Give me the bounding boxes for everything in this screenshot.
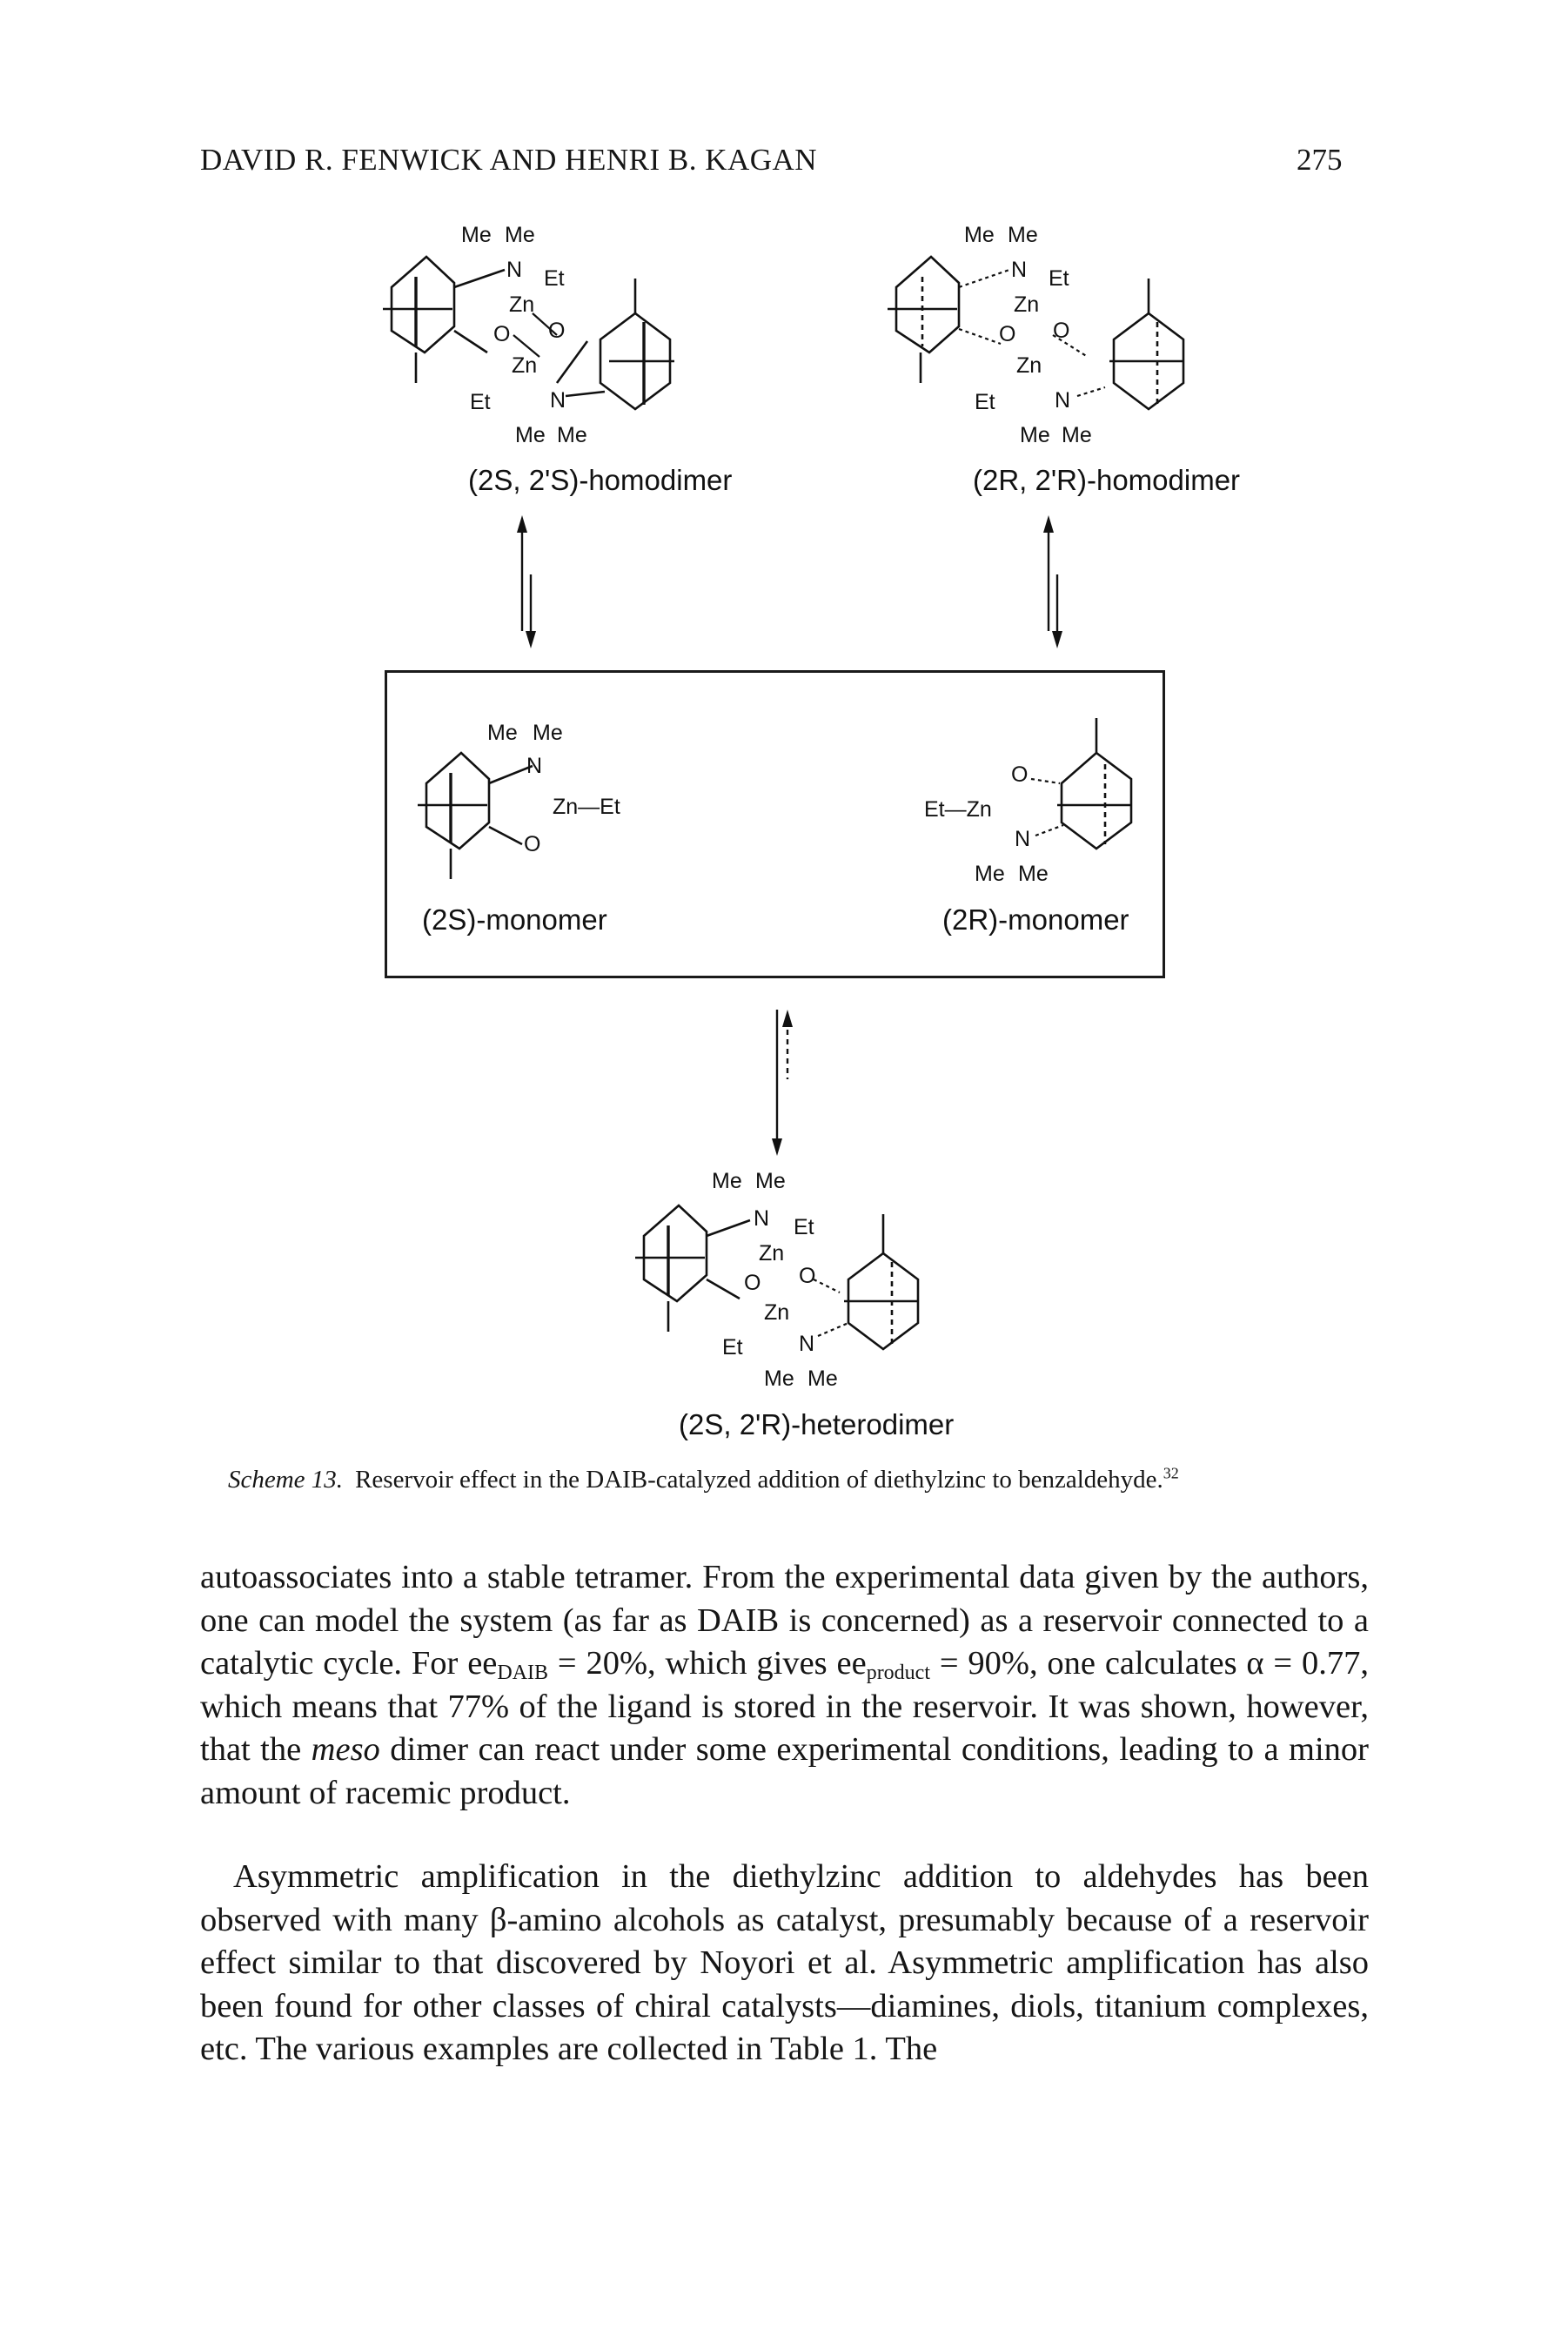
caption-text: Reservoir effect in the DAIB-catalyzed a… bbox=[355, 1466, 1163, 1494]
rr-o-left: O bbox=[999, 322, 1015, 346]
rr-me-4: Me bbox=[1062, 423, 1092, 447]
ss-n-bottom: N bbox=[550, 388, 566, 413]
ss-homodimer-structure: Me Me N Et Zn O O Zn Et N Me Me (2S, 2'S… bbox=[381, 223, 732, 496]
scheme-caption: Scheme 13. Reservoir effect in the DAIB-c… bbox=[228, 1464, 1359, 1494]
rr-n-bottom: N bbox=[1055, 388, 1070, 413]
het-et-bottom: Et bbox=[722, 1335, 743, 1360]
reaction-scheme: Me Me N Et Zn O O Zn Et N Me Me (2S, 2'S… bbox=[381, 223, 1240, 1440]
rr-n-top: N bbox=[1011, 258, 1027, 282]
sm-me-2: Me bbox=[533, 721, 563, 745]
sm-n: N bbox=[526, 754, 542, 778]
ss-me-2: Me bbox=[505, 223, 535, 247]
rr-et-bottom: Et bbox=[975, 390, 995, 414]
equilibrium-arrow-right bbox=[1043, 515, 1062, 648]
ss-zn-top: Zn bbox=[509, 292, 534, 317]
para1-subscript-product: product bbox=[866, 1662, 930, 1684]
para1-text-2: = 20%, which gives ee bbox=[548, 1645, 867, 1682]
equilibrium-arrow-bottom bbox=[772, 1010, 793, 1156]
sm-o: O bbox=[524, 832, 540, 856]
para1-text-1: autoassociates into a stable tetramer. F… bbox=[200, 1559, 1369, 1682]
ss-zn-bottom: Zn bbox=[512, 353, 537, 378]
rm-me-1: Me bbox=[975, 862, 1005, 886]
para1-italic-meso: meso bbox=[311, 1731, 380, 1768]
het-et-top: Et bbox=[794, 1215, 814, 1239]
het-zn-bottom: Zn bbox=[764, 1300, 789, 1325]
sr-heterodimer-structure: Me Me N Et Zn O O Zn Et N Me Me (2S, 2'R… bbox=[633, 1169, 954, 1440]
body-paragraph-1: autoassociates into a stable tetramer. F… bbox=[200, 1556, 1369, 1815]
ss-me-3: Me bbox=[515, 423, 546, 447]
para1-text-3: = 90%, one calculates α = 0.77, which me… bbox=[200, 1645, 1369, 1768]
ss-me-4: Me bbox=[557, 423, 587, 447]
caption-label: Scheme 13. bbox=[228, 1466, 344, 1494]
rm-et-zn: Et—Zn bbox=[924, 797, 992, 822]
page-number: 275 bbox=[1297, 143, 1343, 177]
para1-subscript-daib: DAIB bbox=[497, 1662, 549, 1684]
caption-reference: 32 bbox=[1163, 1464, 1179, 1482]
ss-me-1: Me bbox=[461, 223, 492, 247]
het-zn-top: Zn bbox=[759, 1241, 784, 1266]
reservoir-box bbox=[385, 670, 1165, 978]
rr-zn-top: Zn bbox=[1014, 292, 1039, 317]
ss-o-right: O bbox=[548, 319, 565, 343]
het-o-right: O bbox=[799, 1264, 815, 1288]
rr-homodimer-structure: Me Me N Et Zn O O Zn Et N Me Me (2R, 2'R… bbox=[888, 223, 1240, 496]
s-monomer-structure: Me Me N Zn—Et O (2S)-monomer bbox=[416, 721, 620, 936]
ss-n-top: N bbox=[506, 258, 522, 282]
rr-et-top: Et bbox=[1049, 266, 1069, 291]
rr-me-1: Me bbox=[964, 223, 995, 247]
sr-heterodimer-label: (2S, 2'R)-heterodimer bbox=[679, 1408, 954, 1440]
het-me-4: Me bbox=[807, 1366, 838, 1391]
rr-homodimer-label: (2R, 2'R)-homodimer bbox=[973, 464, 1240, 496]
het-o-left: O bbox=[744, 1271, 761, 1295]
rm-me-2: Me bbox=[1018, 862, 1049, 886]
het-me-2: Me bbox=[755, 1169, 786, 1193]
para1-text-4: dimer can react under some experimental … bbox=[200, 1731, 1369, 1811]
ss-et-top: Et bbox=[544, 266, 565, 291]
r-monomer-label: (2R)-monomer bbox=[942, 903, 1129, 936]
het-me-1: Me bbox=[712, 1169, 742, 1193]
s-monomer-label: (2S)-monomer bbox=[422, 903, 607, 936]
rm-n: N bbox=[1015, 827, 1030, 851]
equilibrium-arrow-left bbox=[517, 515, 536, 648]
body-paragraph-2: Asymmetric amplification in the diethylz… bbox=[200, 1858, 1369, 2067]
r-monomer-structure: O Et—Zn N Me Me (2R)-monomer bbox=[924, 718, 1133, 936]
sm-zn-et: Zn—Et bbox=[553, 795, 620, 819]
running-header-authors: DAVID R. FENWICK AND HENRI B. KAGAN bbox=[200, 143, 818, 177]
rr-o-right: O bbox=[1053, 319, 1069, 343]
ss-et-bottom: Et bbox=[470, 390, 491, 414]
het-n-bottom: N bbox=[799, 1332, 814, 1356]
rr-zn-bottom: Zn bbox=[1016, 353, 1042, 378]
rr-me-3: Me bbox=[1020, 423, 1050, 447]
ss-homodimer-label: (2S, 2'S)-homodimer bbox=[468, 464, 732, 496]
ss-o-left: O bbox=[493, 322, 510, 346]
het-n-top: N bbox=[754, 1206, 769, 1231]
sm-me-1: Me bbox=[487, 721, 518, 745]
het-me-3: Me bbox=[764, 1366, 794, 1391]
rr-me-2: Me bbox=[1008, 223, 1038, 247]
rm-o: O bbox=[1011, 762, 1028, 787]
